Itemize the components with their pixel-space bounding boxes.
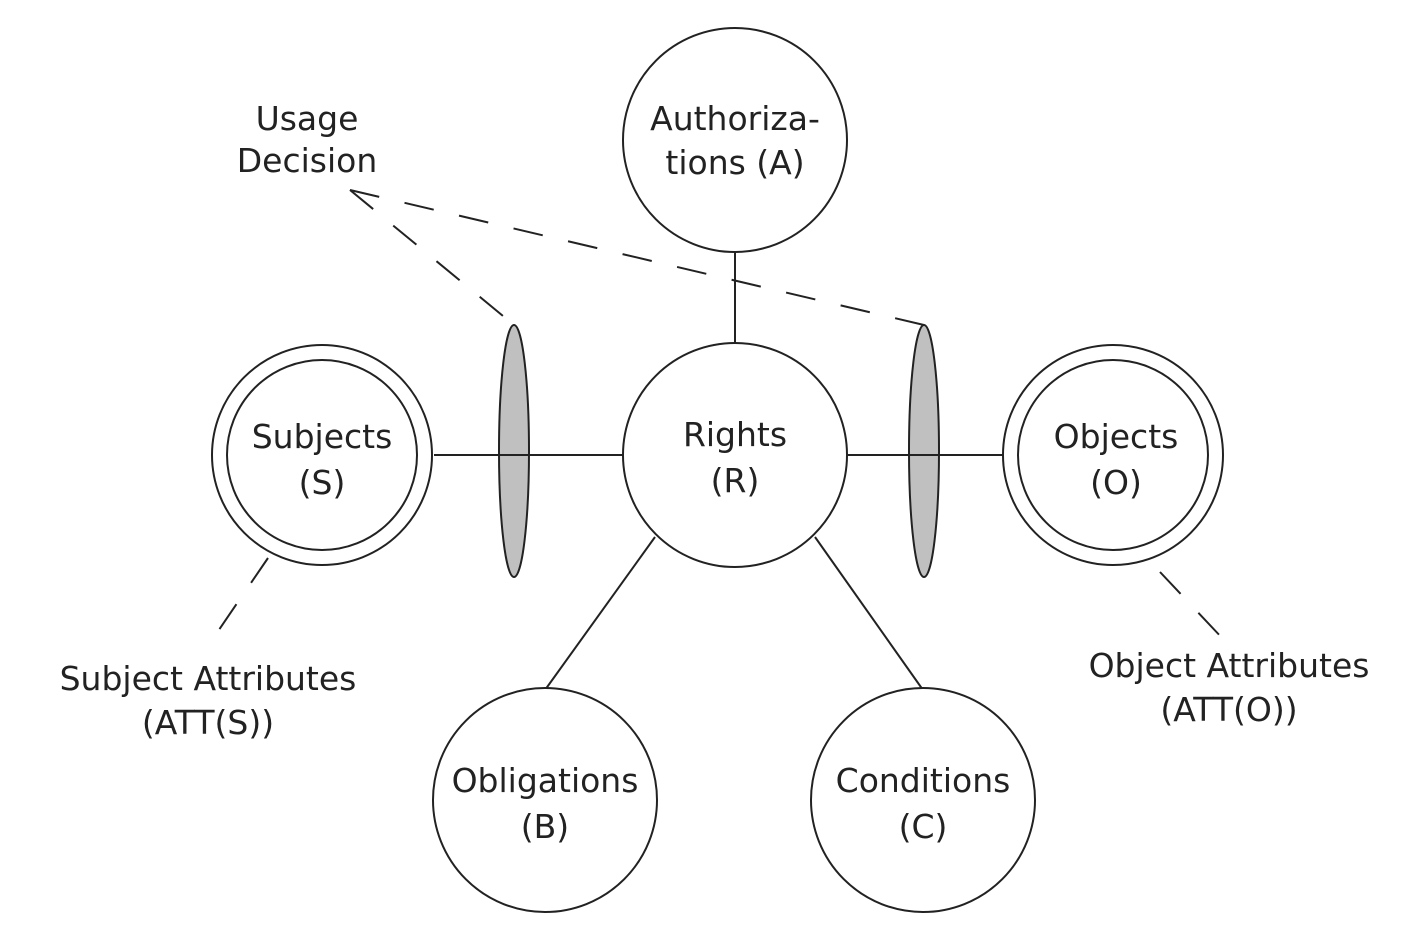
node-subjects-label: Subjects <box>252 417 393 456</box>
node-objects: Objects (O) <box>1002 344 1224 566</box>
subject-attributes-symbol: (ATT(S)) <box>142 703 274 742</box>
object-attributes-label: Object Attributes <box>1089 646 1370 685</box>
node-conditions-symbol: (C) <box>899 807 948 846</box>
dashed-subject-attributes <box>211 557 269 641</box>
node-objects-symbol: (O) <box>1090 463 1142 502</box>
dashed-usage-decision-left <box>349 189 515 326</box>
node-objects-label: Objects <box>1054 417 1179 456</box>
node-rights-symbol: (R) <box>711 461 760 500</box>
node-rights-label: Rights <box>683 415 787 454</box>
node-authorizations: Authoriza- tions (A) <box>622 27 848 253</box>
node-obligations-symbol: (B) <box>521 807 569 846</box>
object-attributes-symbol: (ATT(O)) <box>1160 690 1297 729</box>
dashed-usage-decision-right <box>349 189 925 326</box>
usage-decision-ellipse-left <box>498 324 530 578</box>
usage-decision-ellipse-right <box>908 324 940 578</box>
connector-rights-obligations <box>544 536 656 691</box>
node-subjects: Subjects (S) <box>211 344 433 566</box>
usage-decision-label-line1: Usage <box>256 99 359 138</box>
dashed-object-attributes <box>1159 571 1225 641</box>
node-obligations: Obligations (B) <box>432 687 658 913</box>
node-obligations-label: Obligations <box>452 761 639 800</box>
node-conditions-label: Conditions <box>836 761 1011 800</box>
node-conditions: Conditions (C) <box>810 687 1036 913</box>
node-rights: Rights (R) <box>622 342 848 568</box>
node-subjects-symbol: (S) <box>299 463 346 502</box>
usage-decision-label-line2: Decision <box>237 141 378 180</box>
node-authorizations-symbol: tions (A) <box>665 143 804 182</box>
connector-rights-conditions <box>814 536 924 691</box>
subject-attributes-label: Subject Attributes <box>60 659 357 698</box>
node-authorizations-label: Authoriza- <box>650 99 820 138</box>
